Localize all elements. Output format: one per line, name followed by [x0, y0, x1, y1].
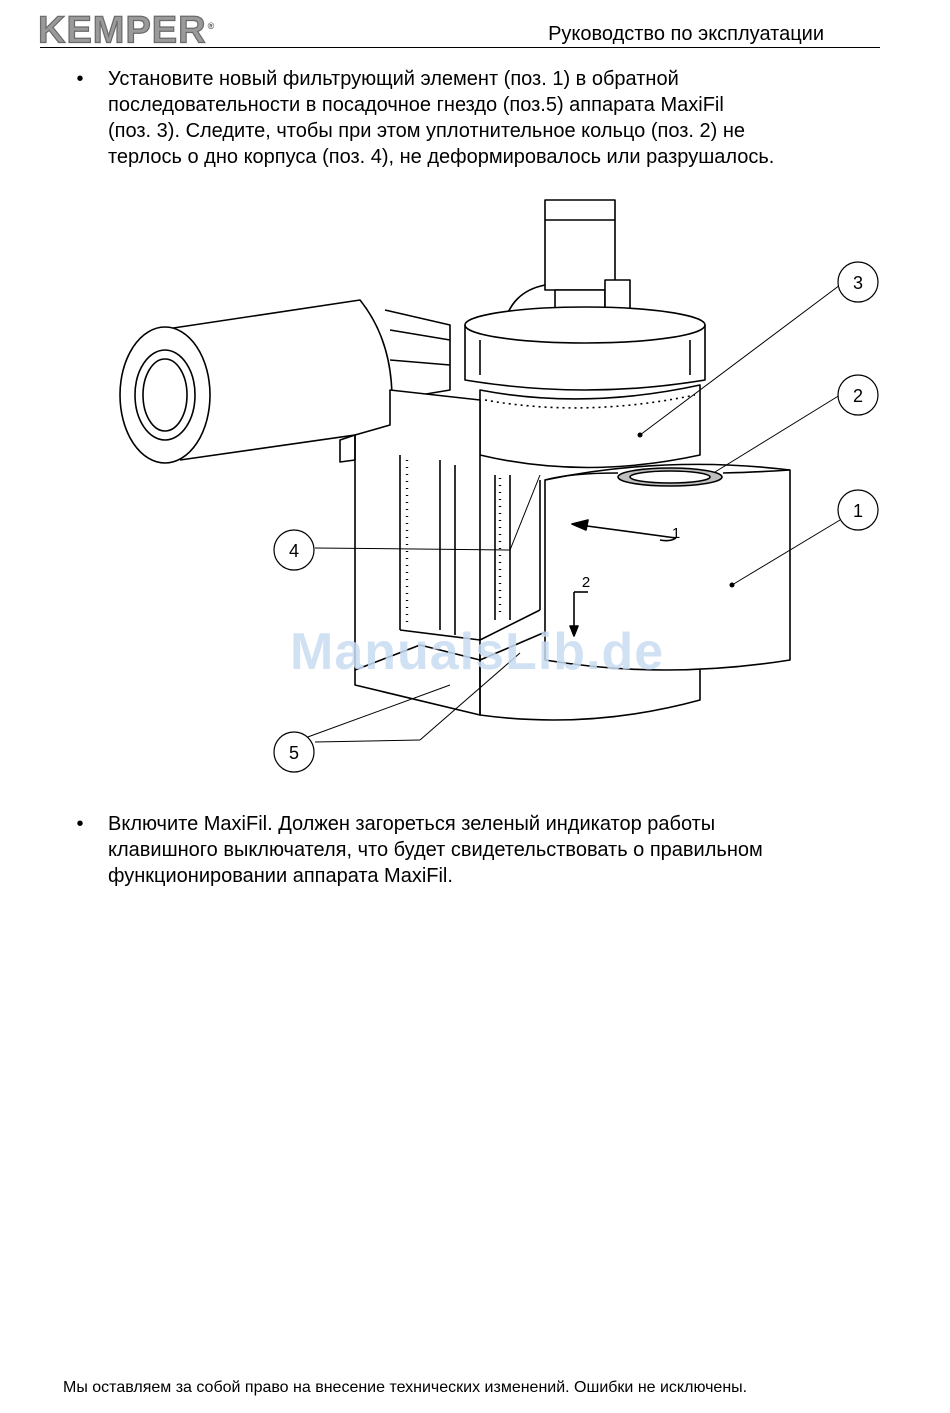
arrow-label-1: 1: [672, 525, 680, 542]
callout-label-3: 3: [853, 273, 863, 293]
arrow-label-2: 2: [582, 574, 590, 591]
manualslib-watermark: ManualsLib.de: [290, 623, 665, 681]
callout-circle-5: [273, 731, 315, 773]
footer-disclaimer: Мы оставляем за собой право на внесение …: [63, 1379, 748, 1396]
prefilter-cylinder-drawing: [119, 299, 451, 464]
document-title: Руководство по эксплуатации: [548, 23, 824, 45]
callout-label-2: 2: [853, 386, 863, 406]
callout-circle-3: [837, 261, 879, 303]
instruction-bullet-install: • Установите новый фильтрующий элемент (…: [72, 66, 872, 170]
instruction-text-install: Установите новый фильтрующий элемент (по…: [108, 68, 775, 168]
bullet-icon: •: [76, 813, 84, 835]
callout-circle-2: [837, 374, 879, 416]
callout-label-4: 4: [289, 541, 299, 561]
instruction-text-switch-on: Включите MaxiFil. Должен загореться зеле…: [108, 813, 763, 887]
callout-label-5: 5: [289, 743, 299, 763]
instruction-bullet-switch-on: • Включите MaxiFil. Должен загореться зе…: [72, 811, 872, 889]
kemper-logo: KEMPER®: [37, 4, 216, 53]
registered-mark: ®: [207, 21, 216, 31]
callout-leader-lines: [304, 284, 841, 743]
motor-drawing: [504, 199, 631, 321]
fan-housing-drawing: [464, 306, 706, 469]
filter-element-drawing: [544, 463, 791, 671]
maxifil-assembly-drawing: 3 2 1 4 5 1 2: [119, 199, 879, 773]
header-divider: [40, 47, 880, 48]
housing-frame-drawing: [339, 389, 701, 721]
logo-text: KEMPER: [37, 9, 207, 52]
callout-label-1: 1: [853, 501, 863, 521]
bullet-icon: •: [76, 68, 84, 90]
callout-circle-1: [837, 489, 879, 531]
callout-circle-4: [273, 529, 315, 571]
